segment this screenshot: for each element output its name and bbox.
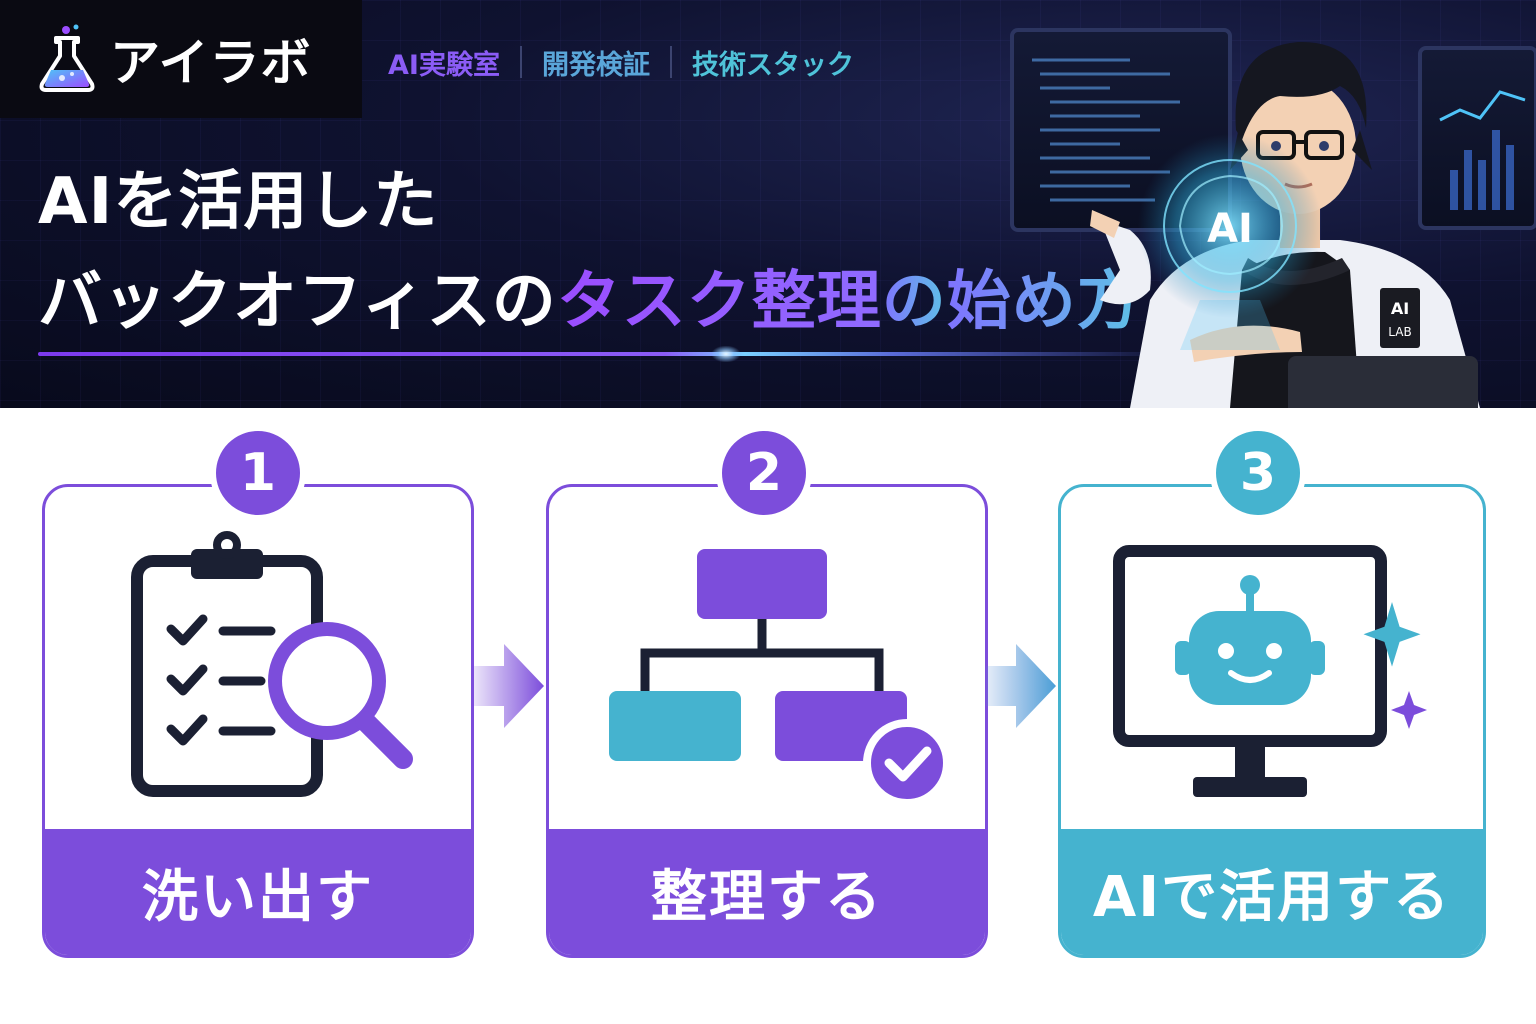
- step-number-badge-2: 2: [716, 425, 812, 521]
- step-number-badge-1: 1: [210, 425, 306, 521]
- flask-icon: [39, 24, 95, 92]
- nav-divider: [669, 46, 672, 78]
- nav-item-dev-verification[interactable]: 開発検証: [541, 49, 650, 81]
- nav-divider: [519, 46, 522, 78]
- brand-logo[interactable]: アイラボ: [0, 0, 362, 118]
- top-navigation: AI実験室 開発検証 技術スタック: [388, 40, 874, 84]
- step-number-badge-3: 3: [1210, 425, 1306, 521]
- title-segment-no: の: [881, 265, 947, 339]
- hologram-label: AI: [1207, 206, 1253, 252]
- hero-banner: アイラボ AI実験室 開発検証 技術スタック AIを活用した バックオフィスのタ…: [0, 0, 1536, 408]
- title-underline-glow: [712, 346, 740, 362]
- coat-badge-top: AI: [1391, 299, 1409, 318]
- arrow-right-icon: [986, 644, 1056, 728]
- title-highlight-task: タスク整理: [556, 265, 882, 339]
- hierarchy-check-icon: [609, 549, 945, 803]
- step-card-2: 整理する: [546, 484, 988, 958]
- coat-badge-bottom: LAB: [1388, 325, 1411, 339]
- title-underline: [38, 352, 1178, 356]
- title-segment: バックオフィスの: [38, 265, 557, 339]
- nav-item-ai-lab[interactable]: AI実験室: [388, 49, 500, 81]
- page-title-line-1: AIを活用した: [38, 165, 439, 239]
- step-label-2: 整理する: [549, 829, 985, 955]
- step-card-3: AIで活用する: [1058, 484, 1486, 958]
- brand-name: アイラボ: [110, 34, 312, 92]
- step-card-1: 洗い出す: [42, 484, 474, 958]
- step-label-1: 洗い出す: [45, 829, 471, 955]
- clipboard-search-icon: [131, 531, 413, 797]
- engineer-illustration: AI LAB AI: [1010, 28, 1536, 408]
- step-label-3: AIで活用する: [1061, 829, 1483, 955]
- arrow-right-icon: [474, 644, 544, 728]
- nav-item-tech-stack[interactable]: 技術スタック: [691, 49, 854, 81]
- monitor-robot-icon: [1113, 545, 1427, 797]
- page-title-line-2: バックオフィスのタスク整理の始め方: [38, 250, 1142, 342]
